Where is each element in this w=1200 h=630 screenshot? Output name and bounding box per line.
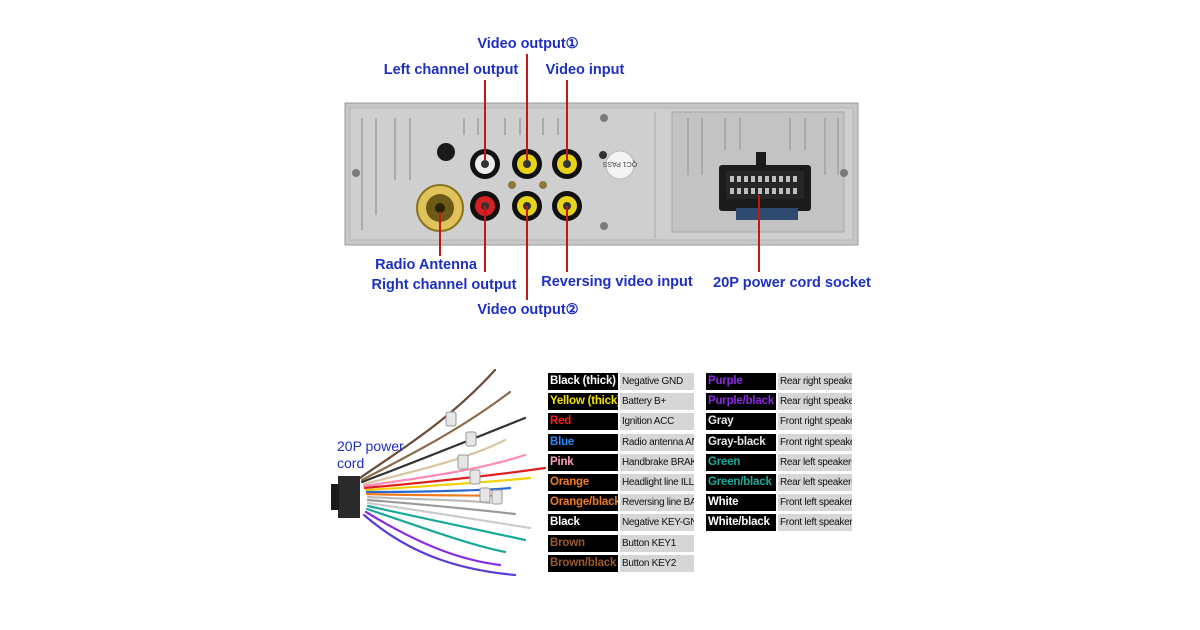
label-left-channel-output: Left channel output: [383, 62, 519, 78]
leader-lines: [439, 54, 760, 300]
wire-function: Front left speaker-: [778, 514, 852, 532]
wire-function: Button KEY2: [620, 554, 694, 572]
wire-color-name: Green/black: [706, 474, 776, 491]
wire-function: Negative GND: [620, 373, 694, 390]
label-video-output-1: Video output①: [477, 36, 579, 52]
wire-color-name: Orange: [548, 474, 618, 491]
wire-color-name: Brown/black: [548, 554, 618, 572]
wire-function: Rear left speaker+: [778, 453, 852, 471]
wire-row: Yellow (thick)Battery B+: [548, 393, 694, 411]
wire-color-name: Red: [548, 413, 618, 431]
wire-color-name: White: [706, 494, 776, 512]
wire-color-name: Orange/black: [548, 494, 618, 512]
rear-panel-diagram: QC1 PASS: [344, 54, 859, 300]
wire-color-name: Black: [548, 514, 618, 532]
panel-ribs: [361, 118, 839, 230]
qc-pass-sticker: QC1 PASS: [602, 150, 637, 180]
wire-function: Button KEY1: [620, 534, 694, 552]
wire-color-name: Yellow (thick): [548, 393, 618, 411]
left-channel-output-jack: [470, 149, 500, 179]
wire-color-name: Black (thick): [548, 373, 618, 390]
wire-function: Battery B+: [620, 393, 694, 411]
wire-color-name: Brown: [548, 534, 618, 552]
label-20p-power-cord: 20P power cord: [337, 438, 404, 471]
video-input-jack: [552, 149, 582, 179]
wire-tags: [445, 411, 503, 505]
label-video-input: Video input: [545, 62, 625, 78]
wire-color-name: Purple: [706, 373, 776, 390]
wire-color-name: White/black: [706, 514, 776, 532]
svg-text:QC1 PASS: QC1 PASS: [602, 160, 637, 167]
wire-function: Rear left speaker-: [778, 474, 852, 491]
wire-color-name: Gray-black: [706, 433, 776, 451]
wire-color-name: Gray: [706, 413, 776, 431]
harness-connector: [331, 476, 360, 518]
label-right-channel-output: Right channel output: [371, 277, 517, 293]
mounting-hole: [437, 143, 455, 161]
wire-function: Handbrake BRAKE: [620, 453, 694, 471]
power-cord-socket: [719, 152, 811, 220]
wire-row: Black (thick)Negative GND: [548, 373, 694, 390]
harness-wires: [358, 368, 547, 577]
label-reversing-video-input: Reversing video input: [541, 274, 693, 290]
wire-function: Rear right speaker-: [778, 393, 852, 411]
wire-color-name: Pink: [548, 453, 618, 471]
wire-function: Front right speaker+: [778, 413, 852, 431]
label-video-output-2: Video output②: [477, 302, 579, 318]
wire-function: Front left speaker+: [778, 494, 852, 512]
wire-function: Headlight line ILL: [620, 474, 694, 491]
label-radio-antenna: Radio Antenna: [375, 257, 477, 273]
wire-color-name: Green: [706, 453, 776, 471]
wire-function: Ignition ACC: [620, 413, 694, 431]
wire-color-name: Purple/black: [706, 393, 776, 411]
wire-function: Front right speaker: [778, 433, 852, 451]
wire-color-name: Blue: [548, 433, 618, 451]
wire-function: Radio antenna ANT: [620, 433, 694, 451]
wire-function: Negative KEY-GND: [620, 514, 694, 532]
radio-antenna-socket: [416, 184, 464, 232]
label-power-cord-socket: 20P power cord socket: [713, 275, 871, 291]
video-output-1-jack: [512, 149, 542, 179]
wire-function: Reversing line BACK: [620, 494, 694, 512]
wire-function: Rear right speaker+: [778, 373, 852, 390]
